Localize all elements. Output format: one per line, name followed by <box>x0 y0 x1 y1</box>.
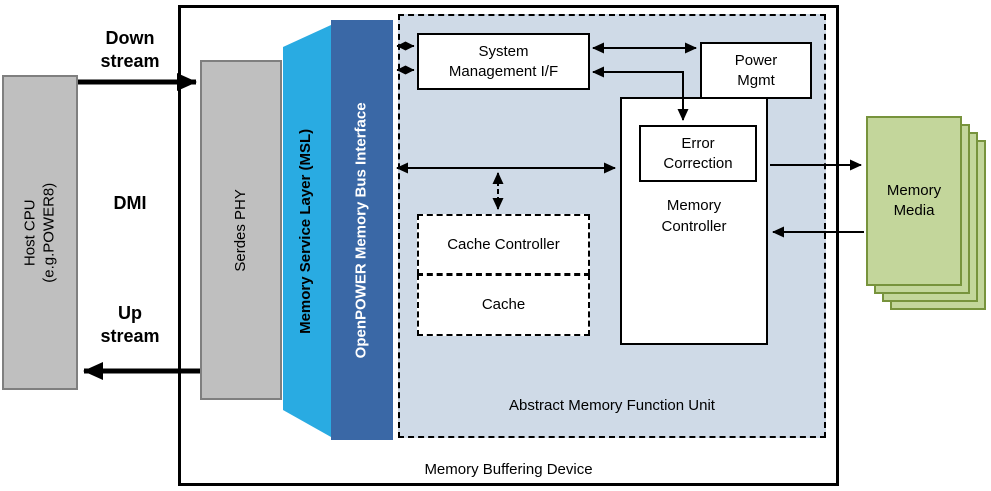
bus-interface-bar: OpenPOWER Memory Bus Interface <box>331 20 393 440</box>
downstream-label: Down stream <box>86 27 174 72</box>
cache-controller-box: Cache Controller <box>417 214 590 275</box>
label-line: Cache <box>481 296 526 314</box>
error-correction-box: Error Correction <box>639 125 757 182</box>
label-line: Cache Controller <box>447 235 560 253</box>
serdes-phy-label: Serdes PHY <box>231 188 249 272</box>
cache-box: Cache <box>417 274 590 336</box>
label-line: Power <box>734 52 778 69</box>
host-cpu-label: Host CPU (e.g.POWER8) <box>21 182 59 282</box>
label-line: Management I/F <box>448 62 559 80</box>
bus-interface-label: OpenPOWER Memory Bus Interface <box>352 102 370 358</box>
label-line: Correction <box>663 154 733 172</box>
amfu-label: Abstract Memory Function Unit <box>509 397 715 414</box>
system-management-box: System Management I/F <box>417 33 590 90</box>
memory-media-box: Memory Media <box>866 116 962 286</box>
upstream-label: Up stream <box>84 302 176 347</box>
serdes-phy-box: Serdes PHY <box>200 60 282 400</box>
label-line: Controller <box>661 218 727 235</box>
dmi-label: DMI <box>98 192 162 215</box>
label-line: DMI <box>113 193 147 213</box>
label-line: Media <box>893 202 935 219</box>
msl-bar: Memory Service Layer (MSL) <box>283 25 331 437</box>
label-line: Memory <box>886 181 942 199</box>
memory-controller-label: Memory Controller <box>622 195 766 237</box>
label-line: Down <box>105 28 155 48</box>
host-cpu-box: Host CPU (e.g.POWER8) <box>2 75 78 390</box>
label-line: Memory <box>666 197 722 214</box>
label-line: Error <box>681 135 715 152</box>
label-line: Mgmt <box>737 71 775 89</box>
power-mgmt-box: Power Mgmt <box>700 42 812 99</box>
label-line: stream <box>100 50 160 71</box>
msl-label: Memory Service Layer (MSL) <box>297 128 315 334</box>
label-line: Up <box>118 303 142 323</box>
label-line: (e.g.POWER8) <box>40 182 57 283</box>
label-line: System <box>478 43 529 60</box>
device-label: Memory Buffering Device <box>424 461 593 478</box>
label-line: stream <box>100 325 160 346</box>
label-line: Host CPU <box>21 199 39 266</box>
memory-controller-box: Error Correction Memory Controller <box>620 97 768 345</box>
